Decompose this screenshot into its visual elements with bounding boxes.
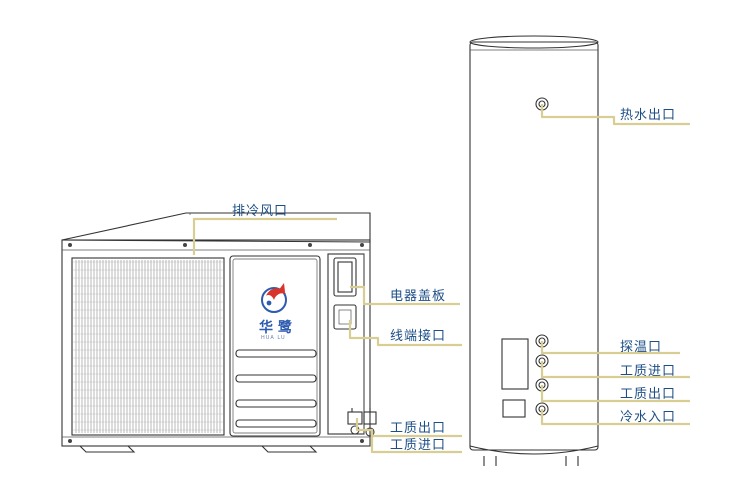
callout-lines <box>192 104 690 454</box>
label-fluid-inlet-tank: 工质进口 <box>620 364 676 379</box>
label-fluid-outlet-tank: 工质出口 <box>620 387 676 402</box>
label-fluid-inlet-unit: 工质进口 <box>390 438 446 453</box>
label-exhaust-vent: 排冷风口 <box>232 204 288 219</box>
brand-name: 华 鹭 <box>259 319 293 336</box>
label-fluid-outlet-unit: 工质出口 <box>390 421 446 436</box>
brand-subtitle: HUA LU <box>261 335 286 341</box>
label-temp-probe: 探温口 <box>620 340 662 355</box>
label-cold-water-inlet: 冷水入口 <box>620 410 676 425</box>
outdoor-unit <box>61 212 377 453</box>
unit-pipe-fittings <box>347 408 377 437</box>
fan-grille <box>73 260 223 433</box>
brand-logo: 华 鹭 HUA LU <box>259 283 293 341</box>
label-hot-water-outlet: 热水出口 <box>620 108 676 123</box>
water-tank <box>469 35 599 466</box>
label-electric-cover: 电器盖板 <box>390 289 446 304</box>
label-wiring-port: 线端接口 <box>390 328 446 344</box>
